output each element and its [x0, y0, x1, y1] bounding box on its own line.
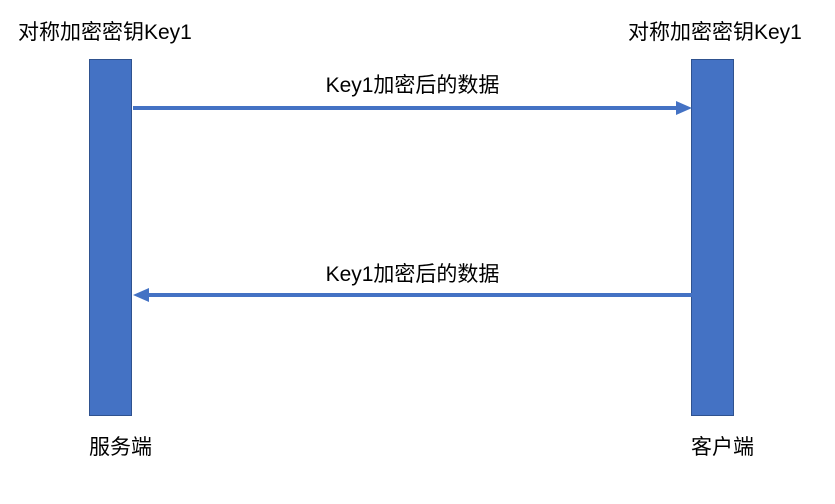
client-lifeline-bar	[691, 59, 734, 416]
arrow-right-head	[676, 101, 692, 115]
client-key-label: 对称加密密钥Key1	[628, 21, 802, 44]
server-key-label: 对称加密密钥Key1	[18, 21, 192, 44]
message-label-response: Key1加密后的数据	[325, 263, 500, 286]
server-label: 服务端	[89, 436, 152, 459]
arrow-left-head	[133, 288, 149, 302]
message-label-request: Key1加密后的数据	[325, 74, 500, 97]
server-lifeline-bar	[89, 59, 132, 416]
arrow-right-icon	[133, 101, 692, 115]
arrow-left-icon	[133, 288, 692, 302]
client-label: 客户端	[691, 436, 754, 459]
